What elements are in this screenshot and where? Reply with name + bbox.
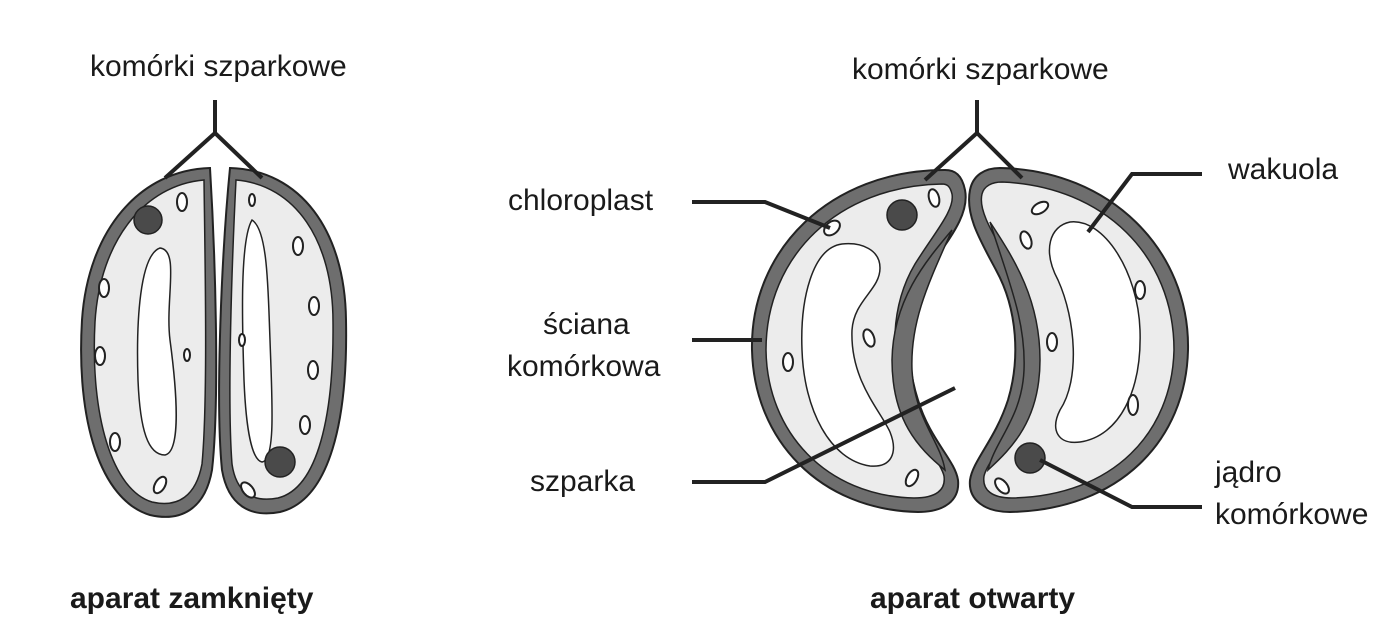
closed-stoma <box>80 100 348 518</box>
stoma-pore-pointer <box>692 386 956 484</box>
open-left-chloroplasts <box>782 188 941 488</box>
open-right-vacuole <box>1048 221 1141 444</box>
vacuole-label: wakuola <box>1228 153 1339 186</box>
caption-open: aparat otwarty <box>870 582 1076 615</box>
open-left-vacuole <box>801 242 895 467</box>
closed-right-nucleus <box>264 446 296 478</box>
nucleus-label-line1: jądro <box>1215 456 1282 489</box>
chloroplast-label: chloroplast <box>508 184 654 217</box>
open-stoma <box>692 100 1202 514</box>
closed-right-chloroplasts <box>238 193 320 499</box>
guard-cells-label-left: komórki szparkowe <box>90 50 347 83</box>
closed-left-nucleus <box>133 205 163 235</box>
open-right-chloroplasts <box>994 200 1146 495</box>
open-right-guard-cell <box>968 166 1190 514</box>
open-guard-cells-pointer <box>923 100 1024 182</box>
cell-wall-label-line1: ściana <box>543 308 630 341</box>
guard-cells-label-right: komórki szparkowe <box>852 53 1109 86</box>
vacuole-pointer <box>1086 172 1202 234</box>
open-left-nucleus <box>886 199 918 231</box>
open-left-guard-cell <box>750 168 967 514</box>
closed-left-vacuole <box>136 247 177 456</box>
closed-left-guard-cell <box>80 166 218 518</box>
closed-right-guard-cell <box>218 166 348 515</box>
caption-closed: aparat zamknięty <box>70 582 314 615</box>
cell-wall-label-line2: komórkowa <box>507 350 661 383</box>
nucleus-label-line2: komórkowe <box>1215 498 1369 531</box>
closed-right-vacuole <box>241 218 273 463</box>
closed-guard-cells-pointer <box>163 100 264 180</box>
closed-left-chloroplasts <box>94 192 191 495</box>
chloroplast-pointer <box>692 200 831 230</box>
stoma-pore-label: szparka <box>530 465 636 498</box>
nucleus-pointer <box>1039 458 1202 509</box>
open-right-nucleus <box>1014 442 1046 474</box>
